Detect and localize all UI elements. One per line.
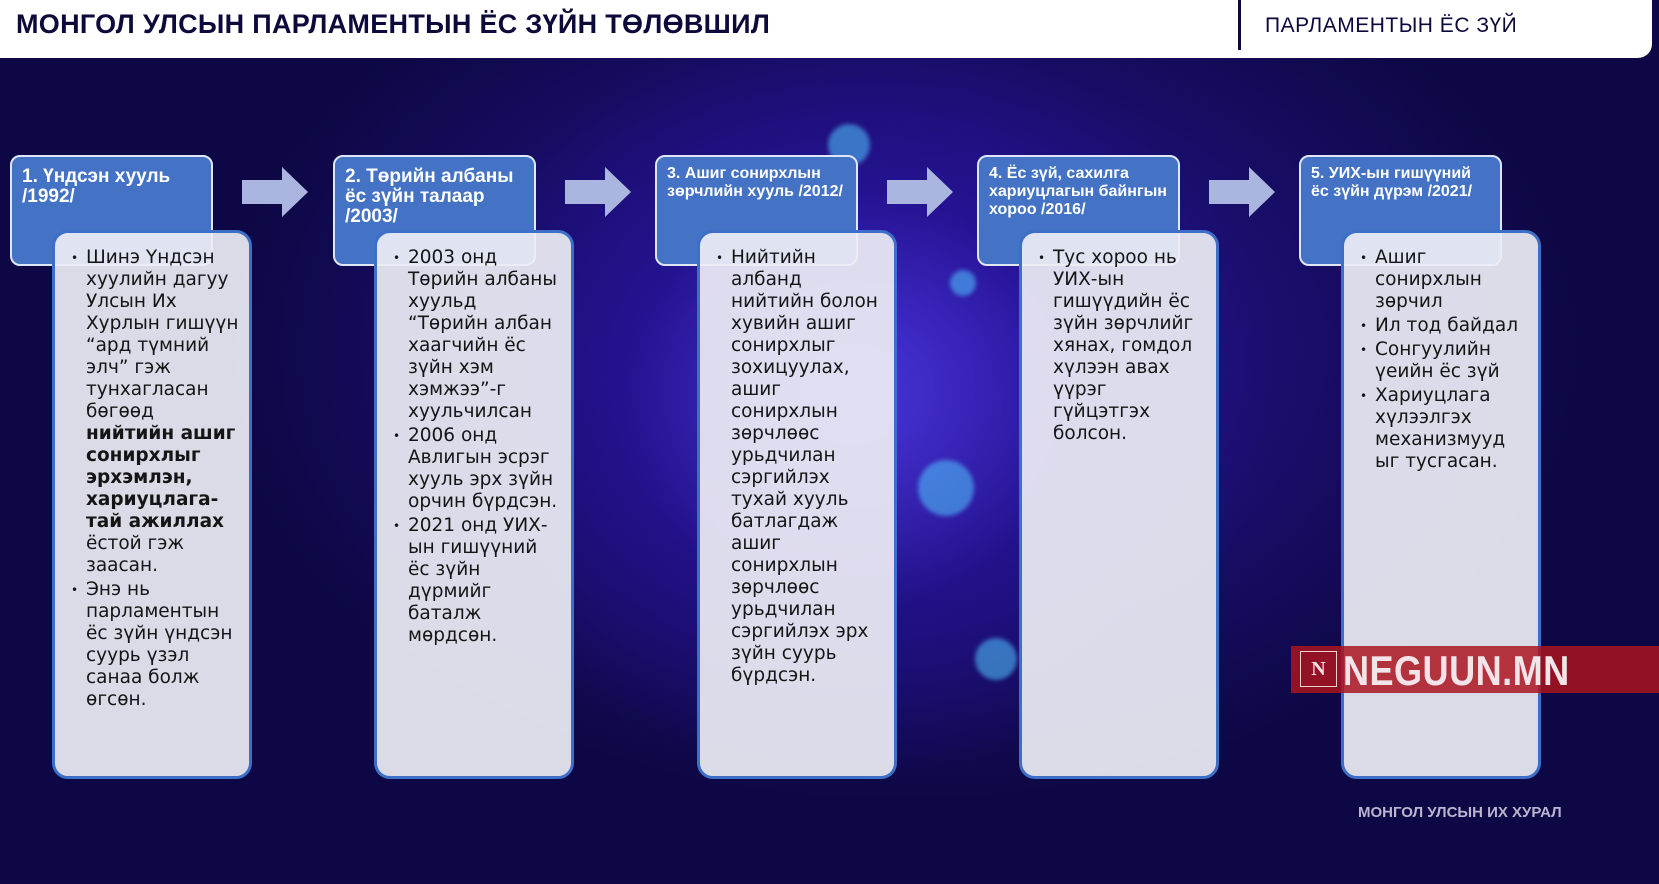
bullet-text: Сонгуулийн үеийн ёс зүй	[1375, 339, 1500, 382]
bullet-item: Нийтийн албанд нийтийн болон хувийн ашиг…	[712, 247, 884, 687]
bullet-item: Тус хороо нь УИХ-ын гишүүдийн ёс зүйн зө…	[1034, 247, 1206, 445]
decor-glow	[918, 460, 974, 516]
watermark-text: NEGUUN.MN	[1343, 647, 1570, 694]
bullet-text: ёстой гэж заасан.	[86, 533, 185, 576]
decor-glow	[975, 638, 1017, 680]
bullet-text: Ил тод байдал	[1375, 315, 1519, 336]
step-3-content: Нийтийн албанд нийтийн болон хувийн ашиг…	[697, 230, 897, 779]
bullet-item: Шинэ Үндсэн хуулийн дагуу Улсын Их Хурлы…	[67, 247, 239, 577]
bullet-item: 2021 онд УИХ-ын гишүүний ёс зүйн дүрмийг…	[389, 515, 561, 647]
step-5-content: Ашиг сонирхлын зөрчил Ил тод байдалСонгуу…	[1341, 230, 1541, 779]
bullet-item: Ил тод байдал	[1356, 315, 1528, 337]
step-2-content: 2003 онд Төрийн албаны хуульд “Төрийн ал…	[374, 230, 574, 779]
section-label: ПАРЛАМЕНТЫН ЁС ЗҮЙ	[1265, 14, 1518, 37]
arrow-right-icon	[1209, 167, 1275, 217]
bullet-text: Нийтийн албанд нийтийн болон хувийн ашиг…	[731, 247, 878, 686]
bullet-item: Энэ нь парламентын ёс зүйн үндсэн суурь …	[67, 579, 239, 711]
arrow-right-icon	[887, 167, 953, 217]
bullet-text: 2003 онд Төрийн албаны хуульд “Төрийн ал…	[408, 247, 557, 422]
watermark: N NEGUUN.MN	[1291, 646, 1659, 694]
bullet-text: Шинэ Үндсэн хуулийн дагуу Улсын Их Хурлы…	[86, 247, 239, 422]
title-bar: МОНГОЛ УЛСЫН ПАРЛАМЕНТЫН ЁС ЗҮЙН ТӨЛӨВШИ…	[0, 0, 1652, 58]
bullet-text: Тус хороо нь УИХ-ын гишүүдийн ёс зүйн зө…	[1053, 247, 1194, 444]
bullet-text: 2021 онд УИХ-ын гишүүний ёс зүйн дүрмийг…	[408, 515, 548, 646]
bullet-item: Ашиг сонирхлын зөрчил	[1356, 247, 1528, 313]
bullet-text: 2006 онд Авлигын эсрэг хууль эрх зүйн ор…	[408, 425, 558, 512]
decor-glow	[950, 270, 976, 296]
bullet-item: 2006 онд Авлигын эсрэг хууль эрх зүйн ор…	[389, 425, 561, 513]
arrow-right-icon	[242, 167, 308, 217]
arrow-right-icon	[565, 167, 631, 217]
bullet-text: Хариуцлага хүлээлгэх механизмууд ыг тусг…	[1375, 385, 1506, 472]
bullet-text-bold: нийтийн ашиг сонирхлыг эрхэмлэн, хариуцл…	[86, 423, 236, 532]
bullet-text: Ашиг сонирхлын зөрчил	[1375, 247, 1482, 312]
bullet-item: 2003 онд Төрийн албаны хуульд “Төрийн ал…	[389, 247, 561, 423]
step-4-content: Тус хороо нь УИХ-ын гишүүдийн ёс зүйн зө…	[1019, 230, 1219, 779]
bullet-item: Хариуцлага хүлээлгэх механизмууд ыг тусг…	[1356, 385, 1528, 473]
watermark-logo: N	[1300, 651, 1337, 687]
footer-label: МОНГОЛ УЛСЫН ИХ ХУРАЛ	[1358, 804, 1562, 821]
divider	[1238, 0, 1241, 50]
step-1-content: Шинэ Үндсэн хуулийн дагуу Улсын Их Хурлы…	[52, 230, 252, 779]
page-title: МОНГОЛ УЛСЫН ПАРЛАМЕНТЫН ЁС ЗҮЙН ТӨЛӨВШИ…	[16, 9, 771, 39]
bullet-text: Энэ нь парламентын ёс зүйн үндсэн суурь …	[86, 579, 233, 710]
bullet-item: Сонгуулийн үеийн ёс зүй	[1356, 339, 1528, 383]
